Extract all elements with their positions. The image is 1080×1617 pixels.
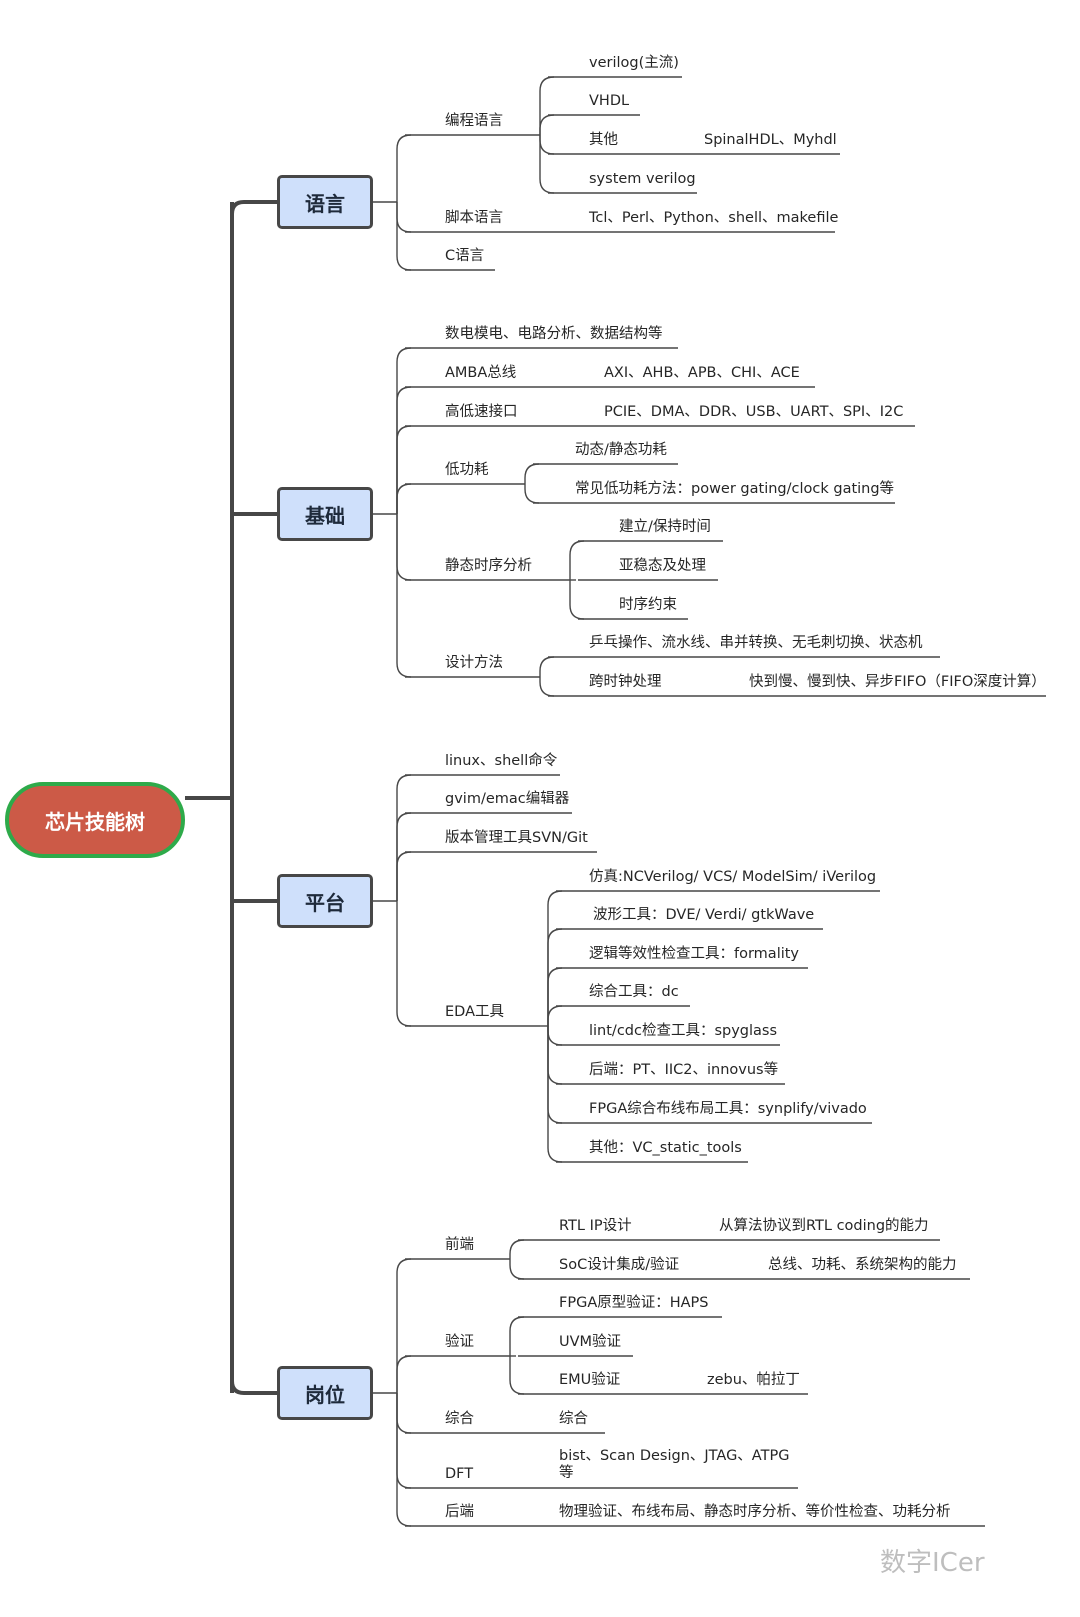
job-group-dft[interactable]: DFT	[445, 1466, 474, 1482]
job-dft-detail[interactable]: bist、Scan Design、JTAG、ATPG等	[559, 1448, 790, 1481]
verif-item-uvm[interactable]: UVM验证	[559, 1334, 622, 1350]
category-link-0	[230, 200, 277, 215]
frontend-item-soc[interactable]: SoC设计集成/验证	[559, 1257, 680, 1273]
eda-item-7[interactable]: 其他：VC_static_tools	[589, 1140, 742, 1156]
prog-item-vhdl[interactable]: VHDL	[589, 93, 630, 109]
eda-item-4[interactable]: lint/cdc检查工具：spyglass	[589, 1023, 778, 1039]
frontend-soc-detail[interactable]: 总线、功耗、系统架构的能力	[768, 1257, 957, 1273]
category-node-platform[interactable]: 平台	[277, 874, 373, 928]
plat-group-vcs[interactable]: 版本管理工具SVN/Git	[445, 830, 588, 846]
eda-item-1[interactable]: 波形工具：DVE/ Verdi/ gtkWave	[593, 907, 815, 923]
frontend-rtl-detail[interactable]: 从算法协议到RTL coding的能力	[719, 1218, 929, 1234]
frontend-item-rtl[interactable]: RTL IP设计	[559, 1218, 632, 1234]
eda-item-2[interactable]: 逻辑等效性检查工具：formality	[589, 946, 800, 962]
sta-item-metastability[interactable]: 亚稳态及处理	[619, 558, 706, 574]
design-item-techniques[interactable]: 乒乓操作、流水线、串并转换、无毛刺切换、状态机	[589, 635, 923, 651]
job-synthesis-detail[interactable]: 综合	[559, 1411, 588, 1427]
sta-item-setup-hold[interactable]: 建立/保持时间	[619, 519, 711, 535]
prog-item-verilog[interactable]: verilog(主流)	[589, 55, 679, 71]
job-group-backend[interactable]: 后端	[445, 1504, 474, 1520]
base-group-interfaces[interactable]: 高低速接口	[445, 404, 518, 420]
eda-item-0[interactable]: 仿真:NCVerilog/ VCS/ ModelSim/ iVerilog	[589, 869, 877, 885]
lang-group-programming[interactable]: 编程语言	[445, 113, 503, 129]
root-node[interactable]: 芯片技能树	[5, 782, 185, 858]
design-item-cdc[interactable]: 跨时钟处理	[589, 674, 662, 690]
watermark: 数字ICer	[880, 1548, 985, 1578]
base-group-sta[interactable]: 静态时序分析	[445, 558, 532, 574]
prog-item-systemverilog[interactable]: system verilog	[589, 171, 696, 187]
category-link-3	[230, 1380, 277, 1395]
category-node-position[interactable]: 岗位	[277, 1366, 373, 1420]
job-group-frontend[interactable]: 前端	[445, 1237, 474, 1253]
plat-group-linux[interactable]: linux、shell命令	[445, 753, 558, 769]
base-group-lowpower[interactable]: 低功耗	[445, 462, 489, 478]
prog-item-other[interactable]: 其他	[589, 132, 618, 148]
base-group-design[interactable]: 设计方法	[445, 655, 503, 671]
job-group-synthesis[interactable]: 综合	[445, 1411, 474, 1427]
base-group-amba[interactable]: AMBA总线	[445, 365, 517, 381]
lowpower-item-methods[interactable]: 常见低功耗方法：power gating/clock gating等	[575, 481, 895, 497]
plat-group-editor[interactable]: gvim/emac编辑器	[445, 791, 570, 807]
eda-item-6[interactable]: FPGA综合布线布局工具：synplify/vivado	[589, 1101, 867, 1117]
job-group-verification[interactable]: 验证	[445, 1334, 474, 1350]
eda-item-5[interactable]: 后端：PT、IIC2、innovus等	[589, 1062, 779, 1078]
category-node-language[interactable]: 语言	[277, 175, 373, 229]
eda-item-3[interactable]: 综合工具：dc	[589, 984, 679, 1000]
lang-group-script[interactable]: 脚本语言	[445, 210, 503, 226]
sta-item-constraints[interactable]: 时序约束	[619, 597, 677, 613]
design-cdc-detail[interactable]: 快到慢、慢到快、异步FIFO（FIFO深度计算）	[749, 674, 1046, 690]
category-node-foundation[interactable]: 基础	[277, 487, 373, 541]
verif-item-fpga[interactable]: FPGA原型验证：HAPS	[559, 1295, 709, 1311]
base-interfaces-detail[interactable]: PCIE、DMA、DDR、USB、UART、SPI、I2C	[604, 404, 904, 420]
job-backend-detail[interactable]: 物理验证、布线布局、静态时序分析、等价性检查、功耗分析	[559, 1504, 951, 1520]
lowpower-item-dynamic[interactable]: 动态/静态功耗	[575, 442, 667, 458]
lang-group-c[interactable]: C语言	[445, 248, 485, 264]
verif-item-emu[interactable]: EMU验证	[559, 1372, 621, 1388]
lang-script-detail[interactable]: Tcl、Perl、Python、shell、makefile	[589, 210, 839, 226]
base-group-circuits[interactable]: 数电模电、电路分析、数据结构等	[445, 326, 663, 342]
prog-other-detail[interactable]: SpinalHDL、Myhdl	[704, 132, 837, 148]
base-amba-detail[interactable]: AXI、AHB、APB、CHI、ACE	[604, 365, 800, 381]
verif-emu-detail[interactable]: zebu、帕拉丁	[707, 1372, 800, 1388]
plat-group-eda[interactable]: EDA工具	[445, 1004, 504, 1020]
